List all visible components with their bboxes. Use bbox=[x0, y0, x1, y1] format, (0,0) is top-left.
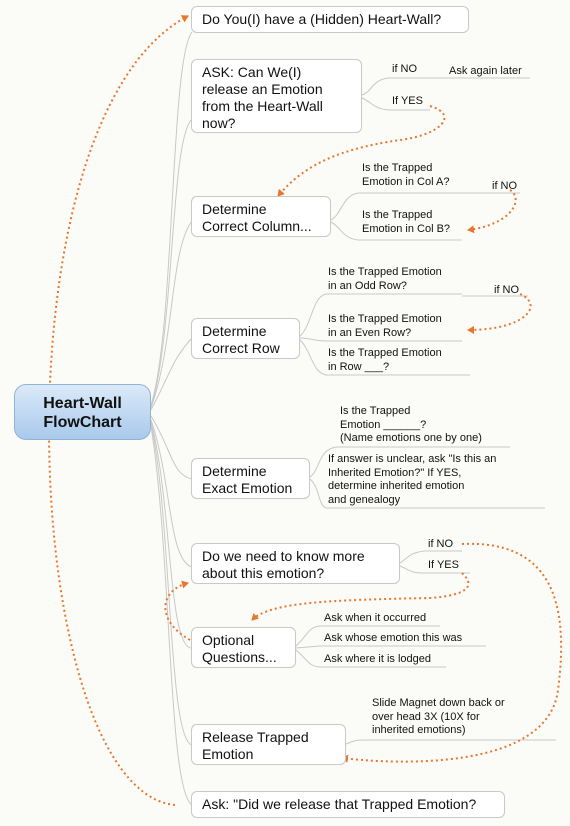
node-row[interactable]: Determine Correct Row bbox=[191, 318, 300, 359]
branch-release bbox=[150, 423, 193, 746]
node-know-more[interactable]: Do we need to know more about this emoti… bbox=[191, 543, 400, 584]
leaf-col-if-no[interactable]: if NO bbox=[492, 180, 518, 192]
arrow-row-no bbox=[467, 293, 532, 334]
leaf-col-a[interactable]: Is the Trapped Emotion in Col A? bbox=[362, 162, 450, 188]
leaf-ask-if-no[interactable]: if NO bbox=[392, 63, 418, 75]
leaf-col-b[interactable]: Is the Trapped Emotion in Col B? bbox=[362, 209, 451, 235]
node-optional[interactable]: Optional Questions... bbox=[191, 627, 296, 668]
leaf-opt-where[interactable]: Ask where it is lodged bbox=[324, 653, 431, 665]
leaf-more-if-no[interactable]: if NO bbox=[428, 538, 454, 550]
arrow-optional-to-more bbox=[164, 580, 191, 641]
leaf-exact-name[interactable]: Is the Trapped Emotion ______? (Name emo… bbox=[340, 405, 482, 444]
branch-row bbox=[150, 337, 193, 411]
leaf-row-even[interactable]: Is the Trapped Emotion in an Even Row? bbox=[328, 313, 442, 339]
leaf-opt-whose[interactable]: Ask whose emotion this was bbox=[324, 632, 463, 644]
arrow-yes-to-column bbox=[277, 105, 446, 197]
branch-ask-release bbox=[150, 118, 193, 408]
root-node[interactable]: Heart-Wall FlowChart bbox=[14, 384, 151, 440]
leaf-ask-again[interactable]: Ask again later bbox=[449, 65, 522, 77]
branch-optional bbox=[150, 421, 193, 649]
arrow-col-no bbox=[467, 189, 517, 234]
node-release[interactable]: Release Trapped Emotion bbox=[191, 724, 346, 765]
leaf-row-if-no[interactable]: if NO bbox=[494, 284, 520, 296]
node-did-release[interactable]: Ask: "Did we release that Trapped Emotio… bbox=[191, 791, 505, 818]
branch-column bbox=[150, 220, 193, 409]
leaf-ask-if-yes[interactable]: If YES bbox=[392, 95, 423, 107]
leaf-release-how[interactable]: Slide Magnet down back or over head 3X (… bbox=[372, 697, 505, 736]
arrow-yes-to-optional bbox=[251, 572, 470, 621]
leaf-opt-when[interactable]: Ask when it occurred bbox=[324, 612, 427, 624]
branch-hidden-wall bbox=[150, 31, 193, 406]
node-hidden-wall[interactable]: Do You(I) have a (Hidden) Heart-Wall? bbox=[191, 6, 469, 33]
leaf-exact-unclear[interactable]: If answer is unclear, ask "Is this an In… bbox=[328, 453, 497, 506]
branch-exact bbox=[150, 415, 193, 480]
leaf-row-odd[interactable]: Is the Trapped Emotion in an Odd Row? bbox=[328, 266, 442, 292]
branch-know-more bbox=[150, 419, 193, 568]
leaf-more-if-yes[interactable]: If YES bbox=[428, 559, 459, 571]
node-ask-release[interactable]: ASK: Can We(I) release an Emotion from t… bbox=[191, 59, 362, 133]
node-column[interactable]: Determine Correct Column... bbox=[191, 196, 331, 237]
branch-did-release bbox=[150, 425, 193, 806]
leaf-row-blank[interactable]: Is the Trapped Emotion in Row ___? bbox=[328, 347, 442, 373]
node-exact[interactable]: Determine Exact Emotion bbox=[191, 458, 310, 499]
